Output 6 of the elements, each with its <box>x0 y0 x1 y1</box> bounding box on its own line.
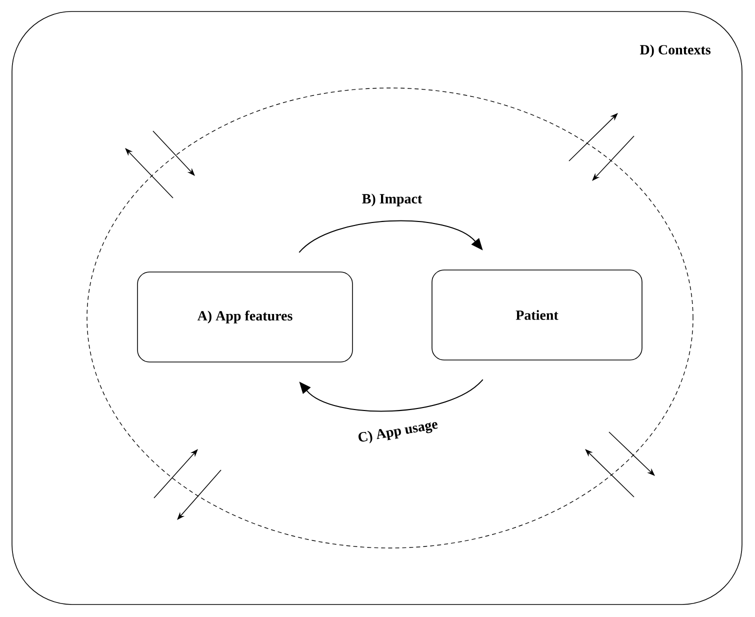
edge-label: B) Impact <box>360 192 424 208</box>
dashed-ellipse <box>86 88 694 548</box>
edge-label: C) App usage <box>354 416 442 448</box>
rounded-box: Patient <box>432 270 642 360</box>
rounded-box: A) App features <box>137 272 353 362</box>
curved-arrow <box>298 220 483 253</box>
